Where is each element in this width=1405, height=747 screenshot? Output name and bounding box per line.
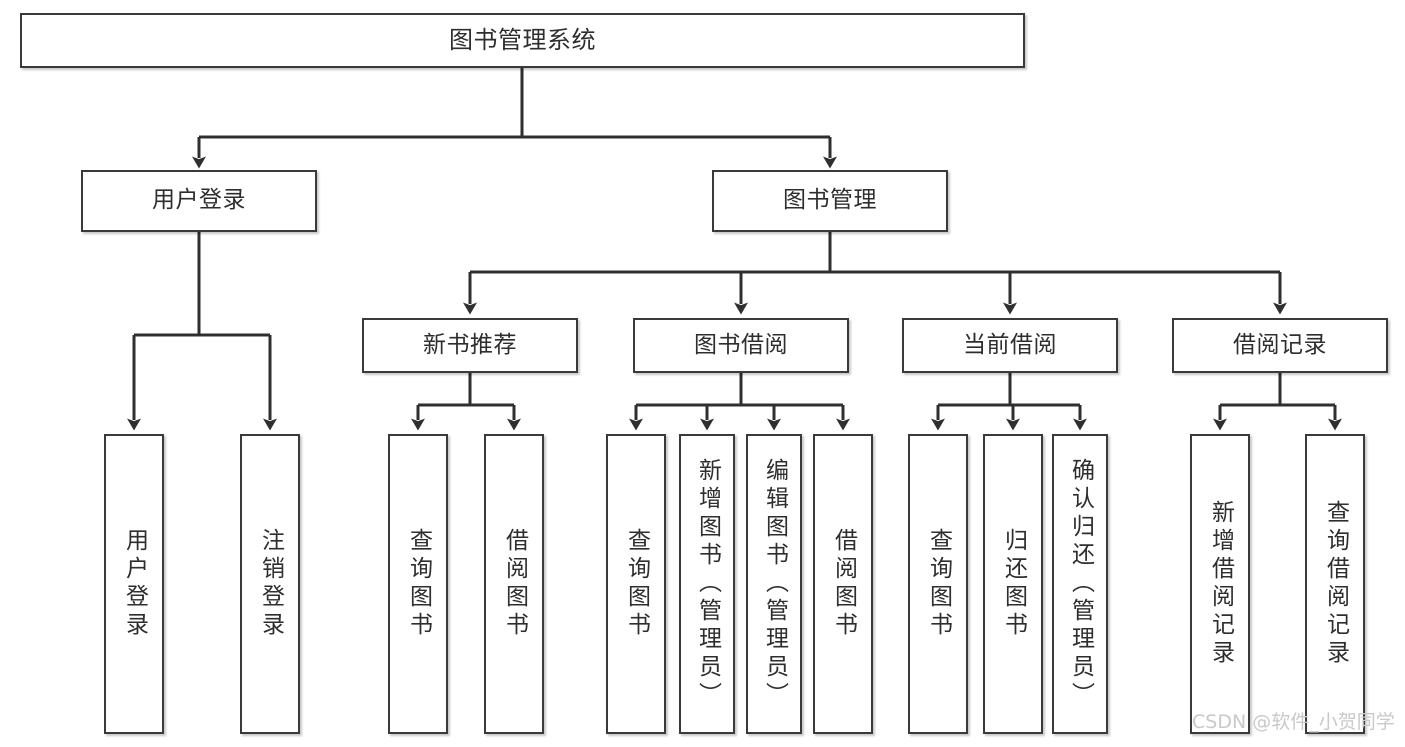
node-current-borrow-label: 当前借阅: [963, 331, 1057, 358]
node-leaf-user-login[interactable]: 用户登录: [104, 434, 164, 734]
node-leaf-query-book-1-label: 查询图书: [405, 528, 432, 640]
node-user-login-label: 用户登录: [152, 187, 246, 214]
node-leaf-add-book-label: 新增图书（管理员）: [694, 458, 721, 710]
node-leaf-return-book-label: 归还图书: [1000, 528, 1027, 640]
node-leaf-edit-book-label: 编辑图书（管理员）: [761, 458, 788, 710]
node-leaf-edit-book[interactable]: 编辑图书（管理员）: [746, 434, 802, 734]
node-current-borrow[interactable]: 当前借阅: [902, 318, 1118, 373]
node-book-borrow-label: 图书借阅: [694, 331, 788, 358]
node-user-login[interactable]: 用户登录: [81, 170, 317, 232]
node-leaf-add-record[interactable]: 新增借阅记录: [1190, 434, 1250, 734]
node-book-borrow[interactable]: 图书借阅: [633, 318, 849, 373]
node-new-book-rec-label: 新书推荐: [423, 331, 517, 358]
node-leaf-borrow-book-1-label: 借阅图书: [501, 528, 528, 640]
node-root[interactable]: 图书管理系统: [20, 13, 1025, 68]
node-leaf-confirm-return[interactable]: 确认归还（管理员）: [1052, 434, 1108, 734]
node-book-manage[interactable]: 图书管理: [712, 170, 948, 232]
node-leaf-query-book-3[interactable]: 查询图书: [908, 434, 968, 734]
node-leaf-query-record[interactable]: 查询借阅记录: [1305, 434, 1365, 734]
node-leaf-query-book-3-label: 查询图书: [925, 528, 952, 640]
node-leaf-logout-label: 注销登录: [257, 528, 284, 640]
node-leaf-add-record-label: 新增借阅记录: [1207, 500, 1234, 668]
node-leaf-query-book-2-label: 查询图书: [623, 528, 650, 640]
node-root-label: 图书管理系统: [449, 26, 596, 55]
node-borrow-record[interactable]: 借阅记录: [1172, 318, 1388, 373]
csdn-watermark: CSDN @软件_小贺同学: [1192, 711, 1395, 733]
node-borrow-record-label: 借阅记录: [1233, 331, 1327, 358]
node-leaf-query-book-2[interactable]: 查询图书: [606, 434, 666, 734]
node-leaf-borrow-book-2-label: 借阅图书: [830, 528, 857, 640]
node-leaf-user-login-label: 用户登录: [121, 528, 148, 640]
node-leaf-confirm-return-label: 确认归还（管理员）: [1067, 458, 1094, 710]
node-new-book-rec[interactable]: 新书推荐: [362, 318, 578, 373]
node-leaf-borrow-book-2[interactable]: 借阅图书: [813, 434, 873, 734]
node-leaf-return-book[interactable]: 归还图书: [983, 434, 1043, 734]
node-leaf-query-record-label: 查询借阅记录: [1322, 500, 1349, 668]
node-book-manage-label: 图书管理: [783, 187, 877, 214]
node-leaf-logout[interactable]: 注销登录: [240, 434, 300, 734]
node-leaf-query-book-1[interactable]: 查询图书: [388, 434, 448, 734]
node-leaf-add-book[interactable]: 新增图书（管理员）: [679, 434, 735, 734]
node-leaf-borrow-book-1[interactable]: 借阅图书: [484, 434, 544, 734]
